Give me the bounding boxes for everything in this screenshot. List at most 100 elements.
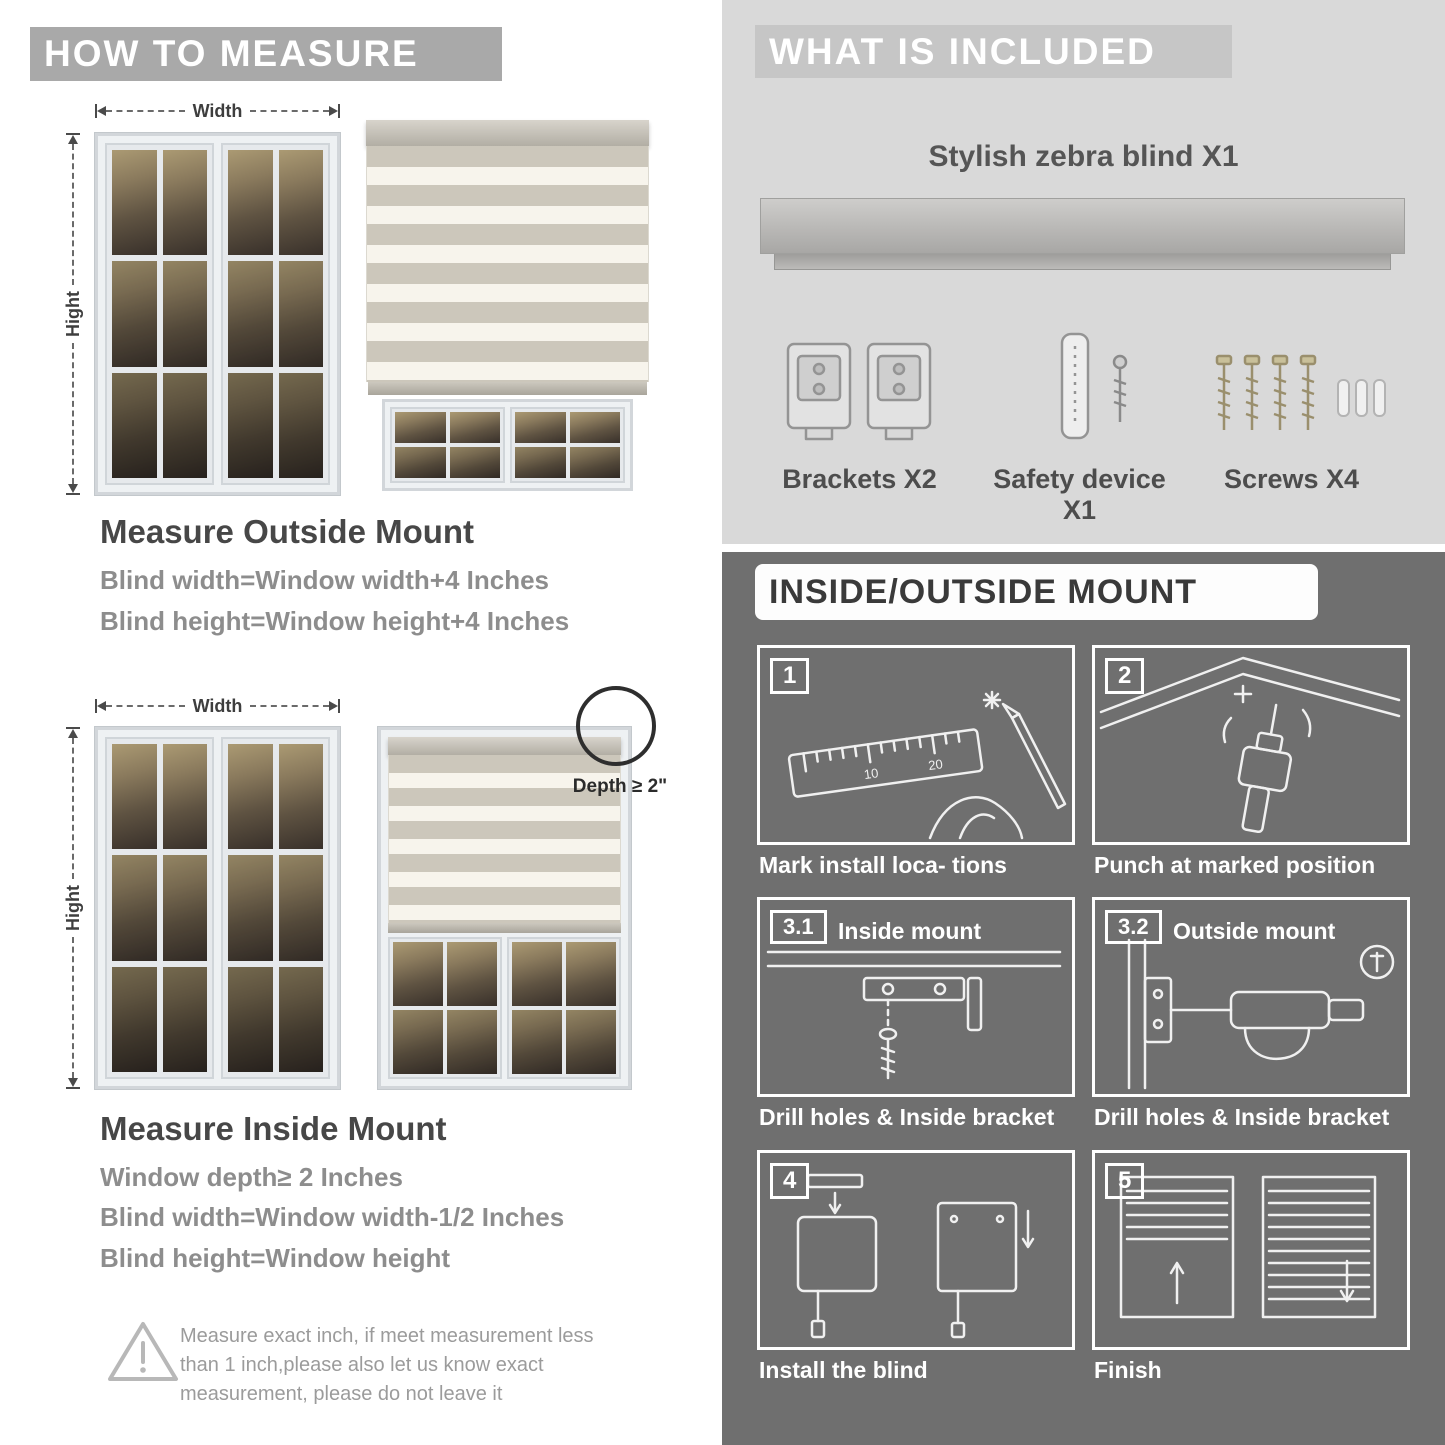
step-panel-1: 10 20 1	[757, 645, 1075, 845]
window-pane	[162, 744, 207, 850]
inside-mount-blind-illustration	[378, 727, 631, 1089]
screws-icon	[1215, 354, 1386, 430]
window-pane	[515, 447, 566, 478]
window-pane	[447, 942, 497, 1006]
arrow-endcap	[338, 104, 341, 118]
screws-label: Screws X4	[1223, 464, 1360, 494]
arrow-dash	[72, 343, 74, 485]
window-pane	[278, 150, 323, 256]
step-number-badge: 4	[770, 1163, 810, 1200]
blind-bottom-rail	[388, 923, 621, 933]
window-sash	[105, 737, 214, 1079]
arrow-endcap	[66, 727, 80, 729]
mount-instructions-section: INSIDE/OUTSIDE MOUNT 10 20	[722, 552, 1445, 1445]
pane-grid	[112, 150, 207, 478]
what-is-included-section: WHAT IS INCLUDED Stylish zebra blind X1	[722, 0, 1445, 544]
brackets-icon	[786, 342, 932, 441]
arrow-dash	[250, 110, 330, 112]
window-pane	[449, 447, 500, 478]
step-caption: Drill holes & Inside bracket	[1094, 1104, 1390, 1130]
window-sash	[221, 737, 330, 1079]
window-pane	[228, 966, 273, 1072]
headrail-lip	[774, 254, 1391, 270]
pane-grid	[395, 412, 500, 478]
window-illustration	[95, 727, 340, 1089]
product-name: Stylish zebra blind X1	[928, 140, 1239, 173]
measure-warning-text: Measure exact inch, if meet measurement …	[180, 1325, 594, 1405]
arrow-dash	[72, 144, 74, 286]
height-label: Hight	[62, 291, 83, 337]
svg-text:20: 20	[927, 756, 943, 773]
zebra-blind-headrail-illustration	[760, 198, 1405, 270]
window-pane	[395, 412, 446, 443]
window-pane	[449, 412, 500, 443]
window-pane	[566, 1010, 616, 1074]
window-pane	[162, 372, 207, 478]
inside-mount-formula-width: Blind width=Window width-1/2 Inches	[100, 1202, 565, 1232]
inside-mount-title: Measure Inside Mount	[100, 1110, 447, 1147]
mark-locations-illustration: 10 20	[787, 690, 1067, 840]
width-label: Width	[192, 695, 243, 716]
arrow-endcap	[338, 699, 341, 713]
step-number-badge: 3.1	[770, 910, 827, 945]
window-sash	[390, 407, 505, 483]
window-pane	[447, 1010, 497, 1074]
outside-mount-formula-width: Blind width=Window width+4 Inches	[100, 565, 549, 595]
window-sash	[510, 407, 625, 483]
window-pane	[228, 855, 273, 961]
arrow-endcap	[95, 699, 97, 713]
height-arrow: Hight	[63, 727, 83, 1090]
window-pane	[162, 261, 207, 367]
step-caption: Drill holes & Inside bracket	[759, 1104, 1055, 1130]
safety-device-label: Safety device X1	[993, 464, 1166, 525]
pane-grid	[393, 942, 497, 1074]
window-pane	[112, 966, 157, 1072]
arrowhead-icon	[68, 135, 78, 144]
arrowhead-icon	[329, 106, 339, 116]
window-pane	[112, 150, 157, 256]
window-pane	[162, 150, 207, 256]
step-panel-3-1: 3.1 Inside mount	[757, 897, 1075, 1097]
window-sash	[221, 143, 330, 485]
what-is-included-header: WHAT IS INCLUDED	[755, 25, 1232, 78]
drill-hole-illustration	[1099, 656, 1401, 834]
blind-bottom-rail	[368, 382, 647, 395]
step-number-badge: 3.2	[1105, 910, 1162, 945]
window-pane	[393, 942, 443, 1006]
window-sash	[507, 937, 621, 1079]
arrowhead-icon	[68, 484, 78, 494]
pane-grid	[228, 744, 323, 1072]
window-pane	[112, 372, 157, 478]
mount-section-header: INSIDE/OUTSIDE MOUNT	[755, 564, 1318, 620]
window-pane	[569, 412, 620, 443]
outside-mount-title: Measure Outside Mount	[100, 513, 475, 550]
step-panel-2: 2	[1092, 645, 1410, 845]
pane-grid	[515, 412, 620, 478]
blind-valance	[388, 737, 621, 755]
step-caption: Install the blind	[759, 1357, 928, 1383]
zebra-stripes	[366, 146, 649, 382]
window-pane	[162, 966, 207, 1072]
arrow-endcap	[66, 133, 80, 135]
window-pane	[162, 855, 207, 961]
window-pane	[278, 855, 323, 961]
arrowhead-icon	[97, 701, 106, 711]
install-blind-illustration	[796, 1173, 1035, 1339]
window-lower-part	[388, 933, 621, 1079]
window-sash	[388, 937, 502, 1079]
arrowhead-icon	[97, 106, 106, 116]
blind-valance	[366, 120, 649, 146]
window-lower-part	[382, 399, 633, 491]
step-caption: Mark install loca- tions	[759, 852, 1007, 878]
window-pane	[395, 447, 446, 478]
arrow-dash	[106, 705, 185, 707]
window-pane	[228, 150, 273, 256]
warning-triangle-icon	[108, 1322, 178, 1381]
outside-mount-formula-height: Blind height=Window height+4 Inches	[100, 606, 570, 636]
window-pane	[278, 261, 323, 367]
width-arrow: Width	[95, 101, 341, 121]
window-illustration	[95, 133, 340, 495]
step-number-badge: 1	[770, 658, 810, 695]
depth-callout-circle	[576, 686, 656, 766]
window-pane	[278, 372, 323, 478]
